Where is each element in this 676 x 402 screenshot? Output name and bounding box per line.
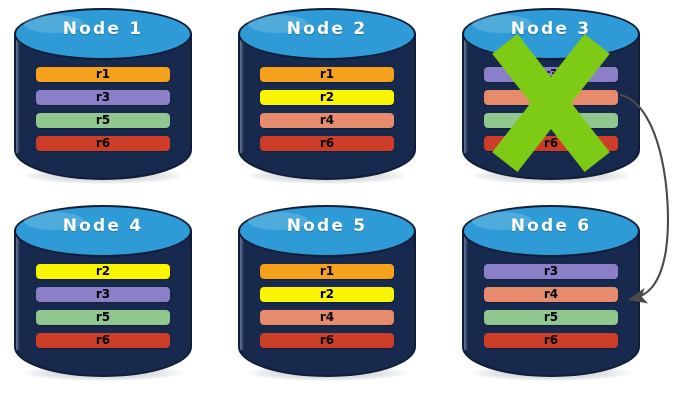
replica-bar[interactable]: r2 <box>260 287 394 302</box>
node-label: Node 1 <box>62 19 144 39</box>
replica-bar[interactable]: r5 <box>484 310 618 325</box>
node-label: Node 5 <box>286 216 368 236</box>
replica-bar[interactable]: r1 <box>260 264 394 279</box>
database-node-1[interactable]: Node 1 r1 r3 r5 r6 <box>14 8 192 184</box>
replica-list: r2 r3 r5 r6 <box>36 264 170 348</box>
replica-bar[interactable]: r5 <box>484 113 618 128</box>
replica-bar[interactable]: r6 <box>484 333 618 348</box>
replica-bar[interactable]: r2 <box>260 90 394 105</box>
cylinder-top-ellipse <box>14 8 192 60</box>
replica-bar[interactable]: r6 <box>260 333 394 348</box>
node-label: Node 4 <box>62 216 144 236</box>
replica-bar[interactable]: r4 <box>484 90 618 105</box>
node-label: Node 6 <box>510 216 592 236</box>
replica-list: r1 r3 r5 r6 <box>36 67 170 151</box>
replica-bar[interactable]: r6 <box>36 333 170 348</box>
replica-bar[interactable]: r6 <box>36 136 170 151</box>
replica-bar[interactable]: r1 <box>36 67 170 82</box>
replica-bar[interactable]: r3 <box>36 287 170 302</box>
cylinder-body <box>14 33 192 180</box>
replica-bar[interactable]: r3 <box>484 264 618 279</box>
replica-list: r3 r4 r5 r6 <box>484 264 618 348</box>
cylinder-top-ellipse <box>462 205 640 257</box>
replica-bar[interactable]: r3 <box>484 67 618 82</box>
database-node-4[interactable]: Node 4 r2 r3 r5 r6 <box>14 205 192 381</box>
replica-bar[interactable]: r4 <box>260 113 394 128</box>
database-node-6[interactable]: Node 6 r3 r4 r5 r6 <box>462 205 640 381</box>
cylinder-top-ellipse <box>238 8 416 60</box>
replica-list: r1 r2 r4 r6 <box>260 264 394 348</box>
replica-bar[interactable]: r5 <box>36 113 170 128</box>
replica-list: r3 r4 r5 r6 <box>484 67 618 151</box>
replica-bar[interactable]: r1 <box>260 67 394 82</box>
replica-bar[interactable]: r3 <box>36 90 170 105</box>
cylinder-top-ellipse <box>14 205 192 257</box>
database-node-2[interactable]: Node 2 r1 r2 r4 r6 <box>238 8 416 184</box>
replica-bar[interactable]: r6 <box>260 136 394 151</box>
node-label: Node 2 <box>286 19 368 39</box>
database-node-5[interactable]: Node 5 r1 r2 r4 r6 <box>238 205 416 381</box>
replica-bar[interactable]: r4 <box>260 310 394 325</box>
node-label: Node 3 <box>510 19 592 39</box>
cylinder-top-ellipse <box>238 205 416 257</box>
database-node-3[interactable]: Node 3 r3 r4 r5 r6 <box>462 8 640 184</box>
replica-list: r1 r2 r4 r6 <box>260 67 394 151</box>
replica-bar[interactable]: r5 <box>36 310 170 325</box>
replica-bar[interactable]: r2 <box>36 264 170 279</box>
replica-bar[interactable]: r4 <box>484 287 618 302</box>
replica-bar[interactable]: r6 <box>484 136 618 151</box>
